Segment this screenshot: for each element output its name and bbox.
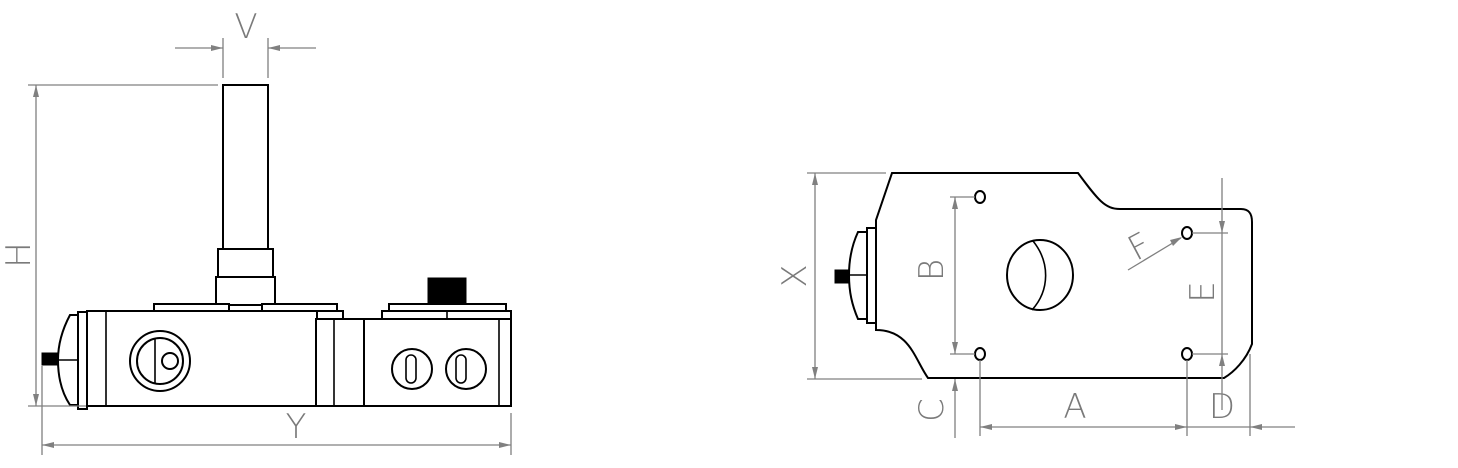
port-right-1 — [391, 348, 433, 390]
top-gland-washer — [866, 227, 877, 324]
dim-label-a: A — [1063, 387, 1086, 427]
dim-label-e: E — [1183, 281, 1223, 302]
knurled-knob — [427, 277, 467, 305]
mount-hole-tr — [1181, 226, 1193, 240]
top-gland-plug — [834, 269, 850, 284]
top-view: X B C A D E F — [775, 172, 1295, 438]
dim-label-x: X — [775, 264, 815, 287]
shaft-collar-upper — [217, 248, 274, 278]
dim-label-c: C — [912, 398, 952, 422]
right-block — [363, 318, 512, 407]
actuator-shaft — [222, 84, 269, 250]
mount-hole-bl — [974, 347, 986, 361]
right-top-plate-upper — [388, 303, 507, 312]
top-plate-right — [261, 303, 338, 312]
shaft-collar-lower — [215, 276, 276, 306]
main-body — [86, 310, 318, 407]
dim-label-v: V — [234, 7, 257, 47]
mount-hole-tl — [974, 190, 986, 204]
top-plate-left — [153, 303, 230, 312]
port-inner — [136, 337, 184, 385]
side-view: V H Y — [0, 7, 512, 455]
dim-label-h: H — [0, 242, 39, 268]
center-port — [1006, 239, 1074, 311]
dim-label-b: B — [912, 259, 952, 281]
mount-hole-br — [1181, 347, 1193, 361]
gland-plug — [41, 352, 59, 366]
dim-label-y: Y — [286, 407, 307, 447]
gland-washer — [77, 311, 88, 410]
